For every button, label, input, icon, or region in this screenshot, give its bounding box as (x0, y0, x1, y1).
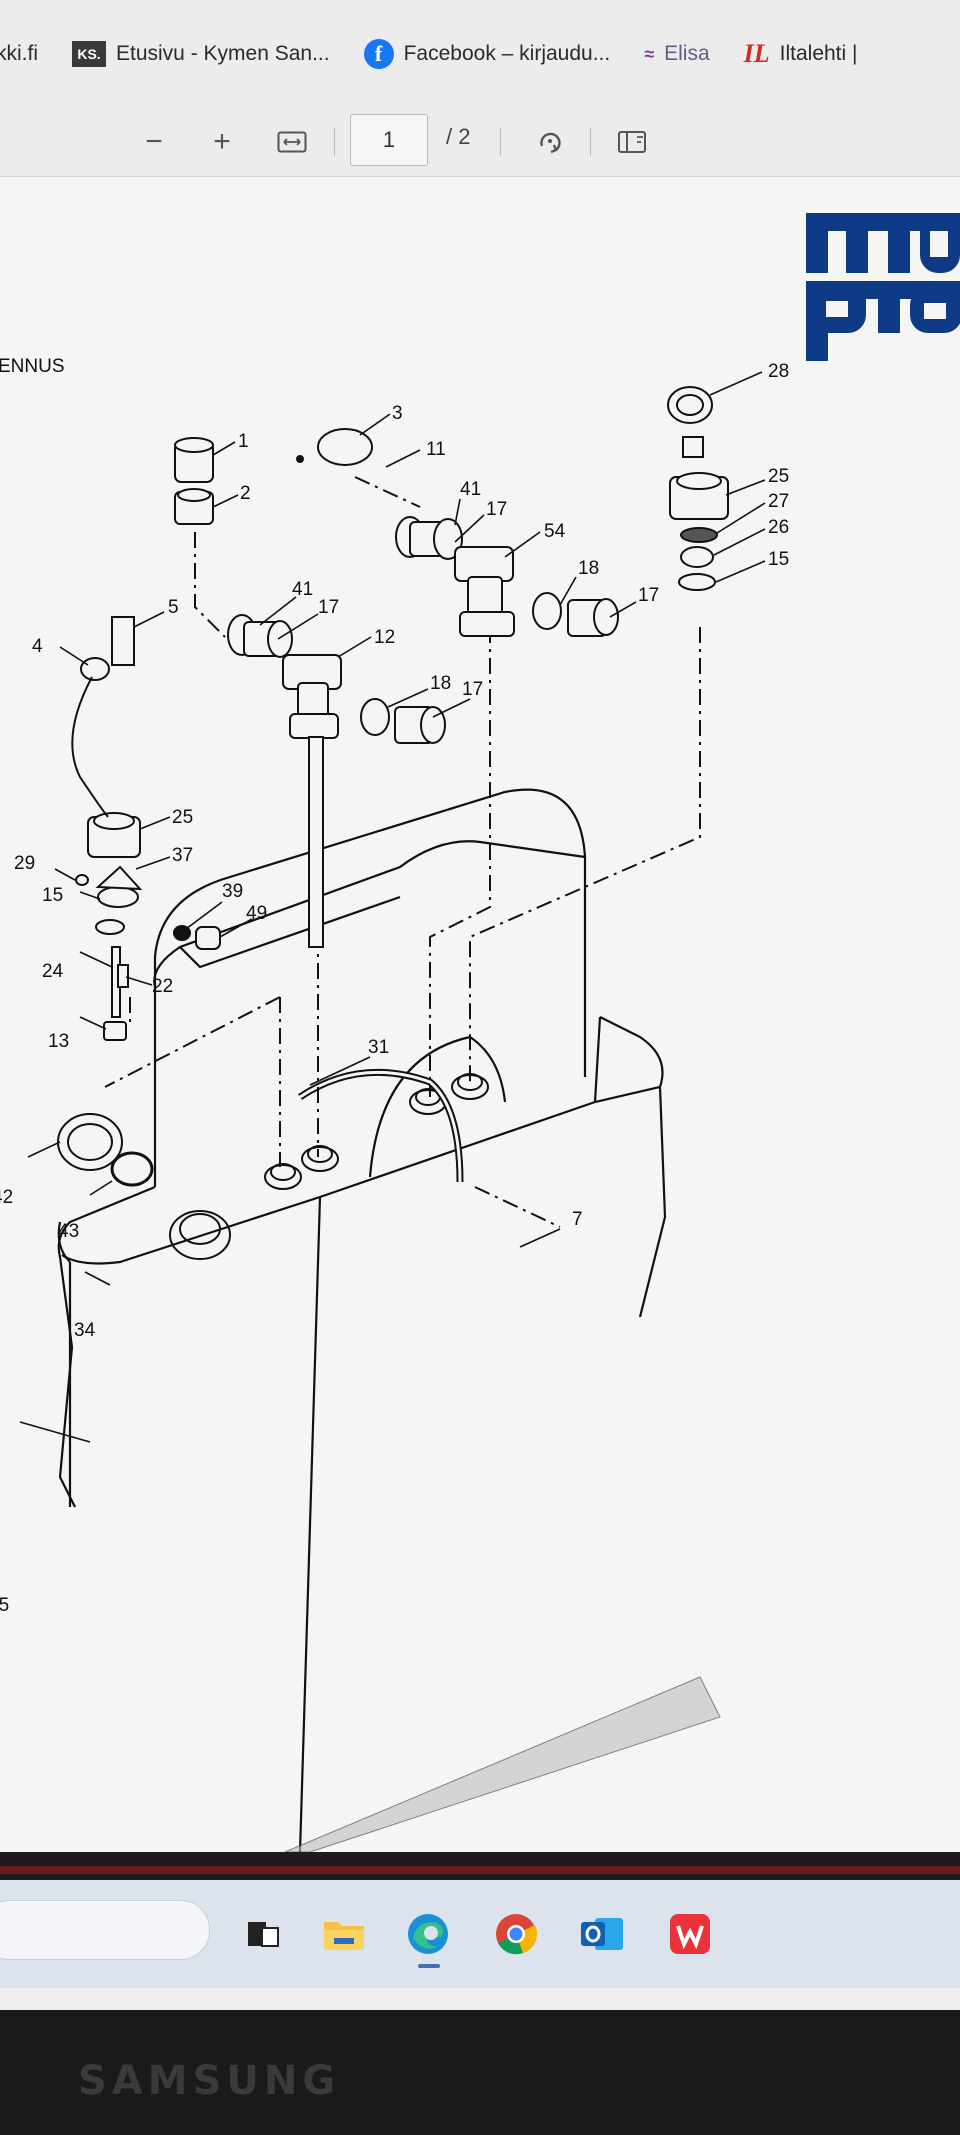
callout: 42 (0, 1187, 13, 1208)
monitor-bezel (0, 2010, 960, 2135)
callout: 31 (368, 1037, 389, 1058)
callout: 28 (768, 361, 789, 382)
fit-width-icon (277, 131, 307, 153)
tank-ports (169, 1073, 489, 1260)
callout: 25 (172, 807, 193, 828)
page-view-icon (618, 131, 646, 153)
callout: 4 (32, 636, 43, 657)
pdf-page: ENNUS (0, 177, 960, 1852)
facebook-icon: f (363, 39, 394, 69)
bookmark-iltalehti[interactable]: IL Iltalehti | (744, 39, 858, 69)
active-indicator (418, 1964, 440, 1968)
bookmark-label: Elisa (664, 42, 710, 65)
callout: 5 (168, 597, 179, 618)
assembly-lines (104, 476, 701, 1228)
toolbar-divider (590, 128, 591, 156)
callout: 43 (58, 1221, 79, 1242)
bookmark-elisa[interactable]: ≈ Elisa (644, 42, 709, 66)
monitor-brand-logo: SAMSUNG (78, 2058, 341, 2104)
callout: 15 (42, 885, 63, 906)
callout: 25 (768, 466, 789, 487)
callout: 17 (318, 597, 339, 618)
callout: 49 (246, 903, 267, 924)
wallpaper-strip (0, 1866, 960, 1874)
callout: 24 (42, 961, 64, 982)
callout: 34 (74, 1320, 96, 1341)
callout: 2 (240, 483, 251, 504)
callout-leaders (19, 371, 766, 1443)
exploded-parts-diagram: ENNUS (0, 213, 960, 1852)
callout: 18 (578, 558, 599, 579)
edge-button[interactable] (402, 1908, 454, 1968)
sensor-cable (71, 676, 109, 818)
plus-icon: + (213, 125, 231, 158)
callout: 17 (486, 499, 507, 520)
callout: 41 (460, 479, 481, 500)
callout: 12 (374, 627, 395, 648)
elisa-icon: ≈ (644, 43, 655, 64)
wps-office-button[interactable] (664, 1908, 716, 1960)
taskbar-search-box[interactable] (0, 1900, 210, 1960)
callout: 11 (426, 439, 446, 460)
rotate-icon (540, 132, 561, 154)
fit-width-button[interactable] (274, 120, 310, 164)
zoom-in-button[interactable]: + (204, 120, 240, 164)
minus-icon: − (145, 125, 163, 158)
callout: 39 (222, 881, 243, 902)
taskbar (0, 1880, 960, 1988)
bookmark-label: kki.fi (0, 42, 38, 65)
document-heading: ENNUS (0, 356, 65, 377)
bookmark-kki[interactable]: kki.fi (0, 42, 38, 66)
bookmark-label: Iltalehti | (779, 42, 858, 65)
callout: 3 (392, 403, 403, 424)
edge-icon (408, 1914, 448, 1954)
bookmark-facebook[interactable]: f Facebook – kirjaudu... (363, 39, 611, 69)
parts (57, 386, 729, 1187)
task-view-button[interactable] (236, 1908, 288, 1960)
page-view-button[interactable] (614, 120, 654, 164)
chrome-icon (496, 1914, 538, 1955)
pdf-toolbar: − + 1 / 2 (0, 108, 960, 177)
callout: 13 (48, 1031, 69, 1052)
callout: 15 (768, 549, 789, 570)
moplast-logo (806, 213, 960, 361)
wps-office-icon (670, 1914, 710, 1954)
callout: 18 (430, 673, 451, 694)
ks-logo-icon: KS. (72, 41, 106, 67)
toolbar-divider (500, 128, 501, 156)
bookmarks-bar: kki.fi KS. Etusivu - Kymen San... f Face… (0, 0, 960, 108)
iltalehti-icon: IL (743, 39, 770, 68)
callout: 22 (152, 976, 173, 997)
screen: kki.fi KS. Etusivu - Kymen San... f Face… (0, 0, 960, 2010)
file-explorer-icon (324, 1922, 364, 1950)
toolbar-divider (334, 128, 335, 156)
callout: 7 (572, 1209, 583, 1230)
callout: 37 (172, 845, 193, 866)
callout: 26 (768, 517, 789, 538)
callout-labels: 1 2 3 11 28 25 27 26 15 41 17 54 18 17 4… (0, 361, 789, 1616)
current-page: 1 (382, 127, 396, 152)
callout: 29 (14, 853, 35, 874)
zoom-out-button[interactable]: − (136, 120, 172, 164)
bookmark-label: Facebook – kirjaudu... (403, 42, 611, 65)
task-view-icon (248, 1922, 279, 1947)
tank-outline (57, 788, 667, 1852)
file-explorer-button[interactable] (318, 1908, 370, 1960)
bookmark-label: Etusivu - Kymen San... (116, 42, 330, 65)
callout: 35 (0, 1595, 9, 1616)
page-number-input[interactable]: 1 (350, 114, 428, 166)
callout: 17 (638, 585, 659, 606)
callout: 17 (462, 679, 483, 700)
outlook-icon (581, 1918, 623, 1950)
rotate-button[interactable] (530, 120, 570, 164)
callout: 27 (768, 491, 789, 512)
callout: 1 (238, 431, 249, 452)
outlook-button[interactable] (576, 1908, 628, 1960)
chrome-button[interactable] (490, 1908, 542, 1960)
hatch-pattern (284, 1676, 721, 1852)
callout: 41 (292, 579, 313, 600)
page-total: / 2 (446, 124, 471, 149)
callout: 54 (544, 521, 566, 542)
bookmark-kymen-sanomat[interactable]: KS. Etusivu - Kymen San... (72, 41, 330, 67)
